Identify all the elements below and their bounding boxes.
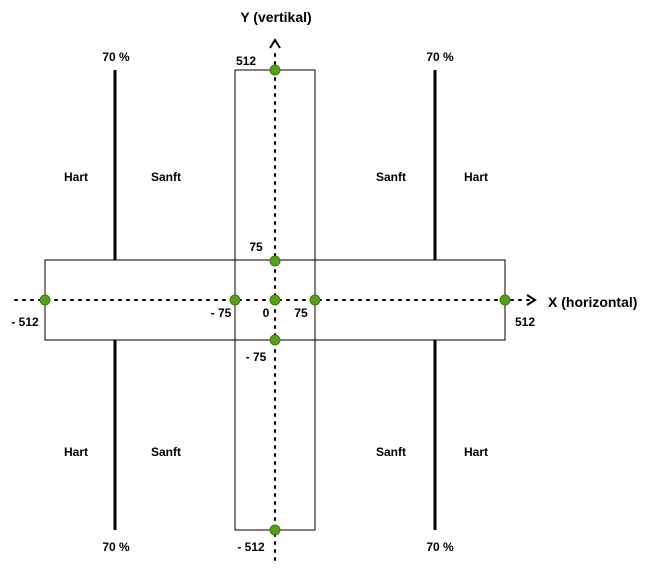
zone-soft-bottom-left: Sanft [151,445,181,459]
node-y-max [269,64,281,76]
node-x-min [39,294,51,306]
node-y-neg-dead [269,334,281,346]
zone-soft-bottom-right: Sanft [376,445,406,459]
threshold-label-bottom-right: 70 % [426,540,454,554]
zone-hard-top-right: Hart [464,170,488,184]
node-x-pos-dead [309,294,321,306]
x-axis-title: X (horizontal) [548,294,637,310]
node-origin [269,294,281,306]
node-y-pos-dead [269,255,281,267]
label-x-min: - 512 [11,315,39,329]
label-x-max: 512 [515,315,535,329]
label-x-neg-dead: - 75 [211,306,232,320]
threshold-label-top-left: 70 % [102,50,130,64]
threshold-label-top-right: 70 % [426,50,454,64]
zone-soft-top-left: Sanft [151,170,181,184]
label-y-max: 512 [236,54,256,68]
label-y-pos-dead: 75 [249,240,263,254]
zone-hard-bottom-right: Hart [464,445,488,459]
y-axis-arrow-icon [269,38,281,49]
label-x-pos-dead: 75 [294,306,308,320]
label-origin: 0 [263,306,270,320]
label-y-neg-dead: - 75 [246,350,267,364]
zone-hard-top-left: Hart [64,170,88,184]
zone-hard-bottom-left: Hart [64,445,88,459]
node-x-max [499,294,511,306]
node-y-min [269,524,281,536]
y-axis-title: Y (vertikal) [240,9,311,25]
x-axis-arrow-icon [526,294,537,306]
threshold-label-bottom-left: 70 % [102,540,130,554]
zone-soft-top-right: Sanft [376,170,406,184]
node-x-neg-dead [229,294,241,306]
label-y-min: - 512 [237,540,265,554]
